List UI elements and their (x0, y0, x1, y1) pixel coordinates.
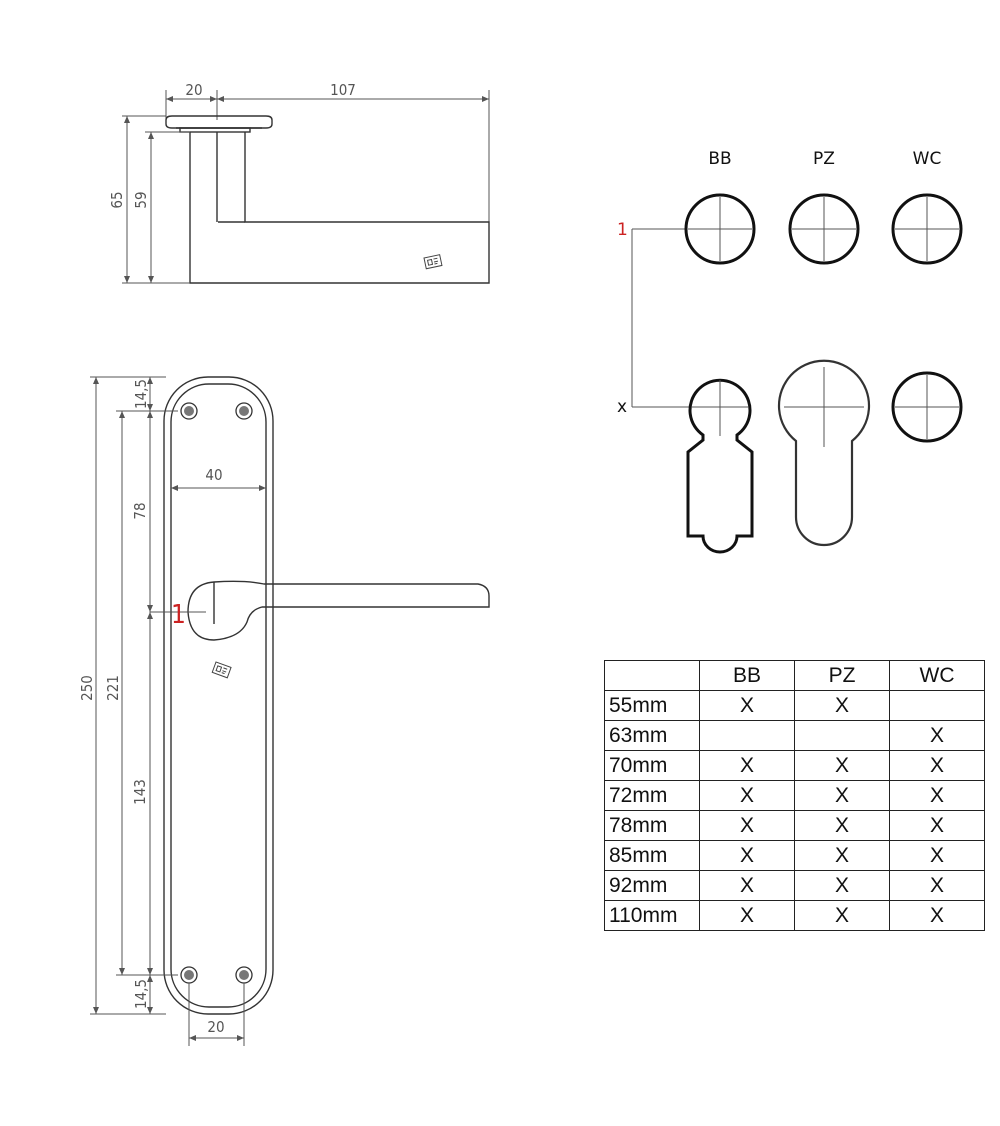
cutout-options: BB PZ WC 1 x (617, 149, 963, 554)
table-cell-pz: X (794, 840, 890, 871)
rose-plate (165, 115, 273, 129)
screw-icon (235, 402, 253, 420)
lever-side-profile (189, 132, 490, 284)
front-dim-40: 40 (205, 466, 222, 484)
table-row: 78mm X X X (604, 810, 985, 841)
front-dim-20: 20 (207, 1018, 224, 1036)
spindle-hole-icon (788, 193, 860, 265)
table-cell-size: 85mm (604, 840, 700, 871)
table-cell-size: 63mm (604, 720, 700, 751)
table-cell-bb (699, 720, 795, 751)
front-dim-78: 78 (131, 502, 149, 519)
size-compatibility-table: BB PZ WC 55mm X X 63mm X 70mm X X X 72mm… (604, 660, 985, 931)
table-row: 110mm X X X (604, 900, 985, 931)
table-cell-pz: X (794, 900, 890, 931)
front-dim-143: 143 (131, 779, 149, 805)
table-cell-size: 78mm (604, 810, 700, 841)
side-dim-107: 107 (330, 81, 356, 99)
table-row: 55mm X X (604, 690, 985, 721)
table-cell-wc: X (889, 810, 985, 841)
cutout-label-bb: BB (708, 149, 731, 169)
table-cell-bb: X (699, 780, 795, 811)
cutout-marker-1: 1 (617, 220, 628, 240)
table-header-row: BB PZ WC (604, 660, 985, 691)
table-header-pz: PZ (794, 660, 890, 691)
bb-keyhole-icon (686, 378, 754, 554)
table-cell-wc: X (889, 900, 985, 931)
table-row: 70mm X X X (604, 750, 985, 781)
table-cell-size: 55mm (604, 690, 700, 721)
dim-line-20 (166, 96, 217, 102)
table-header-empty (604, 660, 700, 691)
table-cell-bb: X (699, 810, 795, 841)
table-cell-size: 70mm (604, 750, 700, 781)
logo-mark-icon (423, 254, 443, 270)
table-cell-wc: X (889, 780, 985, 811)
screw-icon (180, 966, 198, 984)
table-cell-wc: X (889, 840, 985, 871)
table-cell-size: 92mm (604, 870, 700, 901)
front-dim-14-5-bottom: 14,5 (132, 979, 150, 1009)
table-cell-pz: X (794, 780, 890, 811)
wc-hole-icon (891, 371, 963, 443)
cutout-label-pz: PZ (813, 149, 835, 169)
table-cell-pz: X (794, 690, 890, 721)
front-view: 40 1 250 221 14,5 78 143 (78, 376, 490, 1046)
table-cell-pz: X (794, 750, 890, 781)
rose-base (179, 127, 251, 133)
pz-cylinder-icon (777, 359, 871, 547)
dim-line-221 (119, 411, 125, 975)
front-marker-1: 1 (171, 600, 186, 630)
front-dim-14-5-top: 14,5 (132, 379, 150, 409)
table-header-wc: WC (889, 660, 985, 691)
backplate-outer (163, 376, 274, 1015)
screw-icon (180, 402, 198, 420)
side-dim-20: 20 (185, 81, 202, 99)
dim-line-107 (217, 96, 489, 102)
front-dim-221: 221 (104, 675, 122, 701)
dim-line-chain (147, 377, 153, 1014)
table-cell-size: 72mm (604, 780, 700, 811)
cutout-label-wc: WC (913, 149, 942, 169)
cutout-marker-x: x (617, 397, 627, 417)
dim-line-250 (93, 377, 99, 1014)
screw-icon (235, 966, 253, 984)
table-cell-bb: X (699, 870, 795, 901)
table-row: 72mm X X X (604, 780, 985, 811)
table-row: 92mm X X X (604, 870, 985, 901)
side-view: 20 107 65 59 (108, 81, 490, 284)
backplate-inner (170, 383, 267, 1008)
front-dim-250: 250 (78, 675, 96, 701)
table-cell-wc (889, 690, 985, 721)
dim-line-65 (124, 116, 130, 283)
table-cell-pz: X (794, 810, 890, 841)
logo-mark-icon (211, 661, 232, 679)
table-cell-wc: X (889, 720, 985, 751)
dim-line-20-bottom (189, 1035, 244, 1041)
side-dim-59: 59 (132, 191, 150, 208)
table-cell-bb: X (699, 900, 795, 931)
table-row: 63mm X (604, 720, 985, 751)
spindle-hole-icon (891, 193, 963, 265)
dim-line-59 (148, 132, 154, 283)
table-cell-wc: X (889, 870, 985, 901)
table-cell-size: 110mm (604, 900, 700, 931)
table-cell-bb: X (699, 690, 795, 721)
side-dim-65: 65 (108, 191, 126, 208)
table-header-bb: BB (699, 660, 795, 691)
table-cell-wc: X (889, 750, 985, 781)
table-row: 85mm X X X (604, 840, 985, 871)
lever-handle (187, 580, 490, 641)
spindle-hole-icon (684, 193, 756, 265)
table-cell-pz (794, 720, 890, 751)
table-cell-bb: X (699, 750, 795, 781)
table-cell-pz: X (794, 870, 890, 901)
table-cell-bb: X (699, 840, 795, 871)
